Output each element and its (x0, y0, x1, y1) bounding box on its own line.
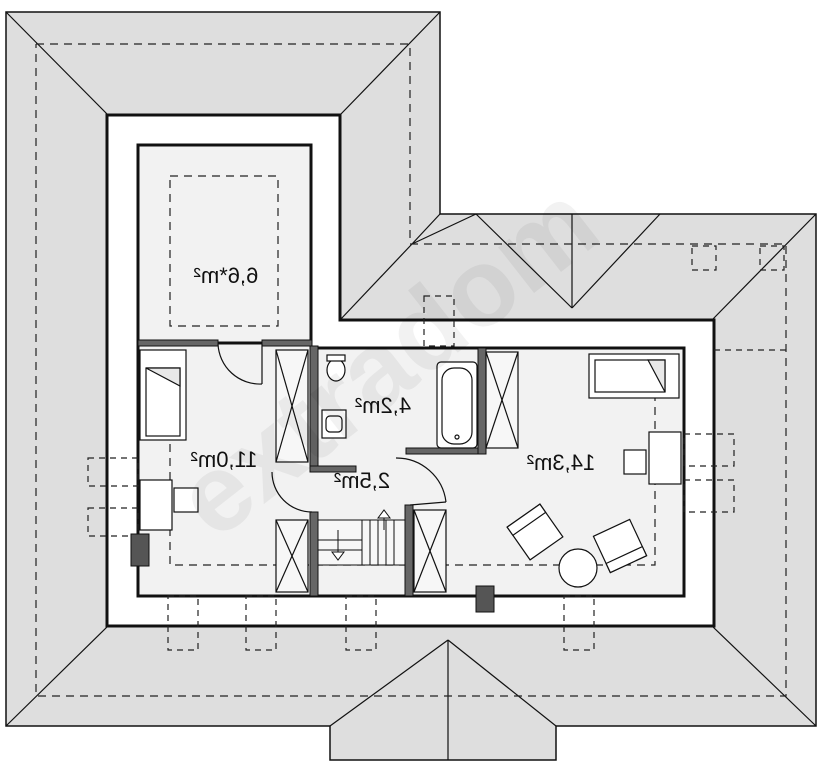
interior-walls (137, 339, 487, 597)
room-area-bedroom-left: 11,0m² (191, 447, 258, 472)
chair-left (173, 487, 199, 513)
room-area-bathroom: 4,2m² (355, 393, 411, 418)
room-area-storage: 6,6*m² (194, 263, 259, 288)
round-table (558, 548, 598, 588)
right-bedroom-furniture (506, 353, 682, 588)
bathroom-fixtures (321, 354, 478, 449)
staircase (317, 509, 406, 566)
chimney-bottom (475, 585, 495, 613)
desk-left (139, 479, 173, 531)
desk-right (648, 431, 682, 485)
wardrobes (275, 349, 519, 593)
chimneys (130, 533, 495, 613)
chimney-left (130, 533, 150, 567)
left-bedroom-furniture (139, 349, 199, 531)
room-area-bedroom-right: 14,3m² (527, 450, 595, 475)
room-area-hall: 2,5m² (334, 468, 390, 493)
doors (217, 343, 447, 513)
roof-windows (87, 245, 786, 651)
chair-right (623, 449, 647, 475)
room-labels: 6,6*m² 4,2m² 11,0m² 2,5m² 14,3m² (191, 263, 596, 493)
storage-room (136, 143, 313, 345)
